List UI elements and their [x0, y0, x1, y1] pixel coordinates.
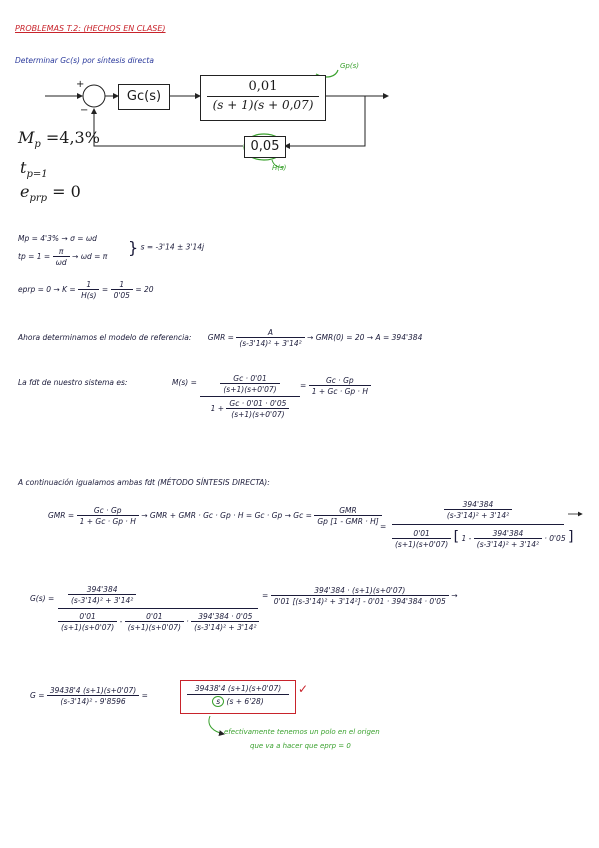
plus-sign: +	[76, 79, 85, 90]
gp-label: Gp(s)	[340, 62, 359, 70]
pole-at-origin: s	[212, 696, 225, 707]
gs-lhs: G(s) =	[30, 594, 55, 603]
fdt-text: La fdt de nuestro sistema es:	[18, 378, 128, 387]
note-line-2: que va a hacer que eprp = 0	[250, 742, 351, 750]
gs-fraction: 394'384(s-3'14)² + 3'14² 0'01(s+1)(s+0'0…	[58, 585, 260, 632]
plant-block: 0,01 (s + 1)(s + 0,07)	[200, 75, 326, 121]
fdt-fraction: Gc · 0'01(s+1)(s+0'07) 1 + Gc · 0'01 · 0…	[200, 374, 300, 419]
feedback-label: 0,05	[250, 139, 280, 154]
subtitle: Determinar Gc(s) por síntesis directa	[15, 56, 154, 65]
spec-mp: Mp =4,3%	[18, 128, 100, 151]
equal-text: A continuación igualamos ambas fdt (MÉTO…	[18, 478, 270, 487]
final-boxed-result: 39438'4 (s+1)(s+0'07) s (s + 6'28)	[180, 680, 296, 714]
spec-eprp: eprp = 0	[20, 182, 81, 205]
gs-simplified: = 394'384 · (s+1)(s+0'07)0'01 [(s-3'14)²…	[262, 586, 458, 606]
reference-model: Ahora determinamos el modelo de referenc…	[18, 328, 423, 348]
equal-result: = 394'384(s-3'14)² + 3'14² 0'01(s+1)(s+0…	[380, 500, 574, 549]
note-line-1: efectivamente tenemos un polo en el orig…	[224, 728, 380, 736]
plant-denominator: (s + 1)(s + 0,07)	[212, 98, 314, 112]
controller-block: Gc(s)	[118, 84, 170, 110]
minus-sign: −	[80, 105, 89, 116]
calc-line-1: Mp = 4'3% → σ = ωd	[18, 234, 97, 243]
feedback-block: 0,05	[244, 136, 286, 158]
summing-junction	[82, 84, 106, 108]
fdt-lhs: M(s) =	[172, 378, 197, 387]
check-icon: ✓	[298, 682, 309, 696]
h-label: H(s)	[272, 164, 287, 172]
final-expression: G = 39438'4 (s+1)(s+0'07)(s-3'14)² - 9'8…	[30, 686, 148, 706]
plant-numerator: 0,01	[248, 79, 278, 94]
controller-label: Gc(s)	[126, 89, 162, 104]
pole-result: } s = -3'14 ± 3'14j	[128, 238, 205, 257]
spec-tp: tp=1	[20, 158, 48, 181]
page-title: PROBLEMAS T.2: (HECHOS EN CLASE)	[15, 24, 166, 33]
